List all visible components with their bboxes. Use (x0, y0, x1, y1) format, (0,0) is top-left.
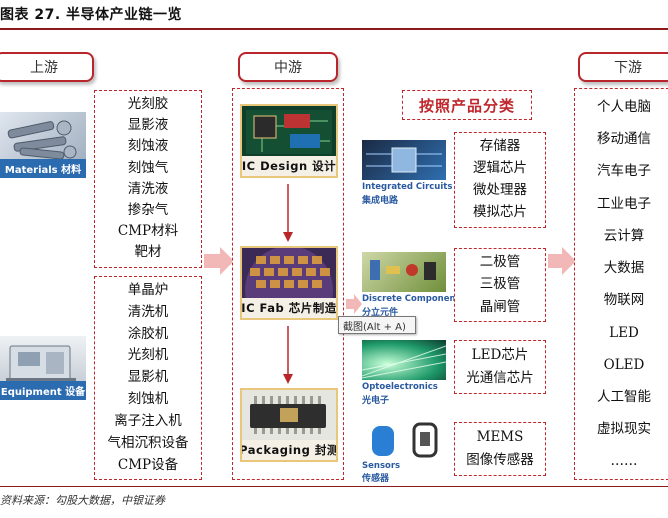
list-item: 刻蚀液 (127, 138, 169, 155)
list-item: 工业电子 (597, 195, 651, 212)
screenshot-tooltip: 截图(Alt + A) (338, 316, 416, 334)
list-item: 人工智能 (597, 388, 651, 405)
equipment-list: 单晶炉 清洗机 涂胶机 光刻机 显影机 刻蚀机 离子注入机 气相沉积设备 CMP… (94, 276, 202, 480)
list-item: 清洗机 (127, 303, 169, 320)
list-item: 物联网 (603, 292, 645, 309)
list-item: 逻辑芯片 (473, 160, 527, 177)
ic-fab-image: IC Fab 芯片制造 (240, 246, 338, 320)
list-item: CMP材料 (117, 223, 179, 240)
ic-design-label: IC Design 设计 (241, 159, 337, 173)
figure-title: 图表 27. 半导体产业链一览 (0, 7, 183, 23)
materials-bolts-icon (7, 120, 77, 160)
materials-label: Materials 材料 (0, 159, 86, 178)
list-item: 微处理器 (473, 182, 527, 199)
list-item: 大数据 (603, 260, 645, 277)
list-item: 离子注入机 (114, 412, 182, 429)
category-en-label: Sensors (362, 461, 401, 471)
list-item: 二极管 (479, 254, 521, 270)
list-item: CMP设备 (117, 456, 179, 473)
list-item: 图像传感器 (466, 451, 534, 468)
category-zh-label: 传感器 (362, 474, 390, 484)
title-rule (0, 28, 668, 30)
chip-package-icon (250, 396, 326, 434)
packaging-label: Packaging 封测 (240, 443, 338, 457)
optoelectronics-image (362, 340, 446, 380)
list-item: 显影液 (127, 117, 169, 134)
list-item: 靶材 (134, 244, 162, 261)
list-item: …… (610, 453, 638, 470)
list-item: 晶闸管 (479, 298, 521, 315)
source-note: 资料来源：勾股大数据，中银证券 (0, 494, 165, 507)
list-item: 清洗液 (127, 180, 169, 197)
flow-arrow-down (283, 184, 293, 242)
flow-arrow-down (283, 326, 293, 384)
category-en-label: Discrete Components (362, 294, 465, 304)
flow-arrow-right (204, 247, 234, 275)
category-en-label: Optoelectronics (362, 382, 438, 392)
footer-rule (0, 486, 668, 487)
ic-fab-label: IC Fab 芯片制造 (241, 301, 337, 315)
list-item: 涂胶机 (127, 325, 169, 342)
classification-title: 按照产品分类 (402, 90, 532, 120)
materials-list: 光刻胶 显影液 刻蚀液 刻蚀气 清洗液 掺杂气 CMP材料 靶材 (94, 90, 202, 268)
stage-upstream-tab: 上游 (0, 52, 94, 82)
list-item: LED (609, 324, 639, 341)
packaging-image: Packaging 封测 (240, 388, 338, 462)
equipment-image: Equipment 设备 (0, 336, 86, 400)
list-item: 三极管 (479, 276, 521, 293)
stage-midstream-tab: 中游 (238, 52, 338, 82)
list-item: LED芯片 (471, 347, 529, 363)
integrated-circuits-image (362, 140, 446, 180)
list-item: 汽车电子 (597, 163, 651, 180)
list-item: 刻蚀机 (127, 391, 169, 408)
ic-design-image: IC Design 设计 (240, 104, 338, 178)
stage-downstream-tab: 下游 (578, 52, 668, 82)
list-item: MEMS (476, 429, 524, 445)
list-item: 单晶炉 (127, 282, 169, 298)
discrete-components-image (362, 252, 446, 292)
list-item: 光刻胶 (127, 96, 169, 112)
discrete-components-list: 二极管 三极管 晶闸管 (454, 248, 546, 322)
materials-image: Materials 材料 (0, 112, 86, 178)
flow-arrow-right-small (346, 294, 362, 314)
category-zh-label: 光电子 (362, 396, 390, 406)
flow-arrow-right (548, 247, 576, 275)
cpu-chip-icon (366, 147, 442, 173)
wearable-sensor-icon (372, 422, 438, 458)
equipment-label: Equipment 设备 (0, 381, 86, 400)
list-item: 移动通信 (597, 131, 651, 148)
list-item: 气相沉积设备 (107, 434, 189, 451)
list-item: 显影机 (127, 369, 169, 386)
list-item: 云计算 (603, 227, 645, 244)
circuit-board-icon (246, 110, 332, 154)
category-zh-label: 分立元件 (362, 308, 399, 318)
list-item: 刻蚀气 (127, 159, 169, 176)
optoelectronics-list: LED芯片 光通信芯片 (454, 340, 546, 394)
wafer-icon (245, 248, 333, 318)
list-item: 掺杂气 (127, 202, 169, 219)
sensors-image (362, 420, 446, 460)
list-item: 个人电脑 (597, 99, 651, 115)
list-item: 光刻机 (127, 347, 169, 364)
list-item: 虚拟现实 (597, 421, 651, 438)
list-item: 模拟芯片 (473, 204, 527, 221)
list-item: 光通信芯片 (466, 369, 534, 386)
fiber-optic-icon (362, 345, 446, 379)
downstream-list: 个人电脑 移动通信 汽车电子 工业电子 云计算 大数据 物联网 LED OLED… (574, 88, 668, 480)
category-zh-label: 集成电路 (362, 196, 399, 206)
sensors-list: MEMS 图像传感器 (454, 422, 546, 476)
list-item: 存储器 (479, 138, 521, 154)
integrated-circuits-list: 存储器 逻辑芯片 微处理器 模拟芯片 (454, 132, 546, 228)
category-en-label: Integrated Circuits (362, 182, 453, 192)
components-board-icon (370, 260, 436, 280)
list-item: OLED (603, 356, 645, 373)
